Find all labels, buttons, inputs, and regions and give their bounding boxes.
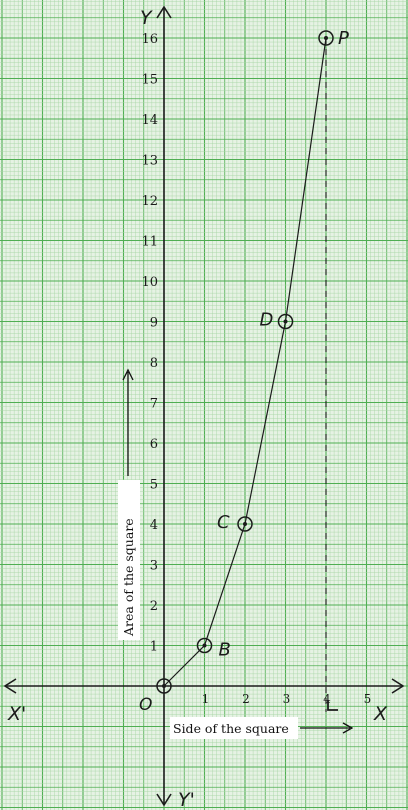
- data-point-dot: [202, 643, 207, 648]
- axis-name-x-positive: X: [373, 703, 388, 725]
- data-point-dot: [324, 36, 328, 40]
- y-axis-title: Area of the square: [121, 518, 136, 637]
- y-tick-label: 4: [150, 518, 158, 533]
- x-tick-label: 2: [242, 692, 250, 706]
- data-point-ring: [318, 30, 334, 46]
- y-tick-label: 2: [150, 599, 158, 614]
- y-tick-label: 11: [141, 235, 158, 250]
- y-axis-title-backdrop: [118, 480, 140, 640]
- y-axis-title-arrow-head: [122, 368, 134, 381]
- x-tick-label: 4: [323, 692, 331, 706]
- y-tick-label: 16: [141, 32, 158, 47]
- y-tick-label: 8: [150, 356, 158, 371]
- x-tick-label: 1: [202, 692, 210, 706]
- y-tick-label: 3: [150, 559, 158, 574]
- y-tick-label: 15: [141, 73, 158, 88]
- y-tick-label: 9: [150, 316, 158, 331]
- y-axis-arrow-down: [156, 793, 172, 807]
- data-point-dot: [243, 522, 247, 526]
- data-point-dot: [162, 684, 166, 688]
- y-tick-label: 1: [150, 640, 158, 655]
- guide-lines: [325, 38, 338, 712]
- x-axis-title: Side of the square: [173, 721, 289, 736]
- y-tick-label: 6: [150, 437, 158, 452]
- y-tick-label: 5: [150, 478, 158, 493]
- y-tick-label: 7: [150, 397, 158, 412]
- y-tick-label: 13: [141, 154, 158, 169]
- data-point-label: B: [219, 640, 231, 661]
- y-axis-title-group: Area of the square: [118, 368, 140, 640]
- x-axis-arrow-left: [3, 678, 17, 694]
- data-point-label: C: [217, 512, 230, 533]
- axes: [3, 5, 405, 807]
- data-point-ring: [277, 313, 294, 330]
- axis-name-y-positive: Y: [140, 7, 153, 29]
- data-point-label: D: [260, 310, 274, 331]
- x-axis-title-group: Side of the square: [170, 717, 354, 739]
- x-axis-title-arrow-head: [342, 722, 354, 734]
- x-axis-arrow-right: [391, 678, 405, 694]
- origin-label: O: [139, 695, 152, 715]
- y-tick-label: 10: [141, 275, 158, 290]
- data-point-ring: [156, 678, 172, 694]
- axis-name-x-negative: X': [7, 703, 26, 725]
- x-axis-title-backdrop: [170, 717, 298, 739]
- right-angle-marker: [327, 700, 338, 711]
- y-tick-label: 14: [141, 113, 158, 128]
- x-tick-label: 5: [364, 692, 372, 706]
- data-point-ring: [196, 637, 213, 654]
- data-point-ring: [237, 516, 253, 532]
- data-point-dot: [283, 319, 288, 324]
- data-points: B C D P: [156, 28, 349, 694]
- y-axis-arrow-up: [156, 5, 172, 19]
- data-point-label: P: [338, 28, 349, 49]
- axis-name-y-negative: Y': [178, 789, 195, 810]
- y-tick-label: 12: [141, 194, 158, 209]
- x-tick-label: 3: [283, 692, 291, 706]
